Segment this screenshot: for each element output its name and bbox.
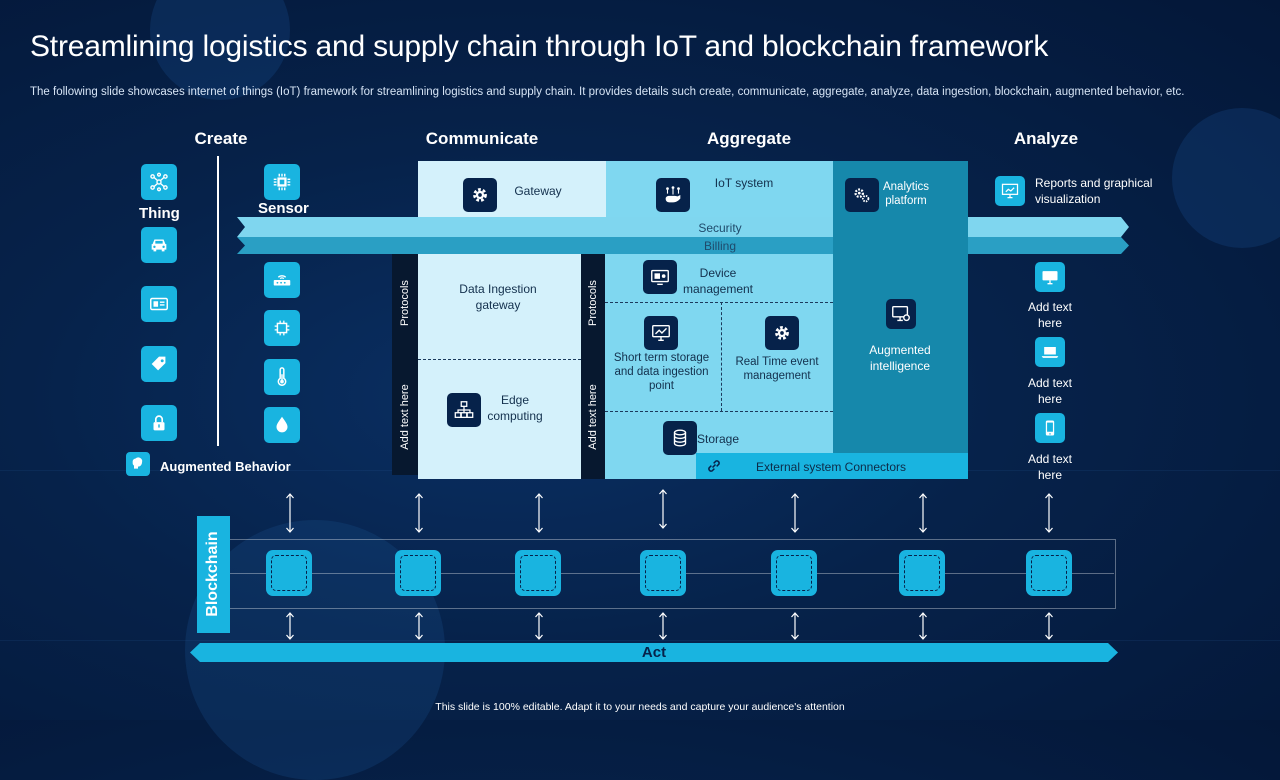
analyze-item-1-label: Add text here: [1027, 300, 1073, 330]
analytics-platform-label: Analytics platform: [882, 181, 930, 207]
analytics-gears-icon: [845, 178, 879, 212]
iot-hand-icon: [656, 178, 690, 212]
protocols-bar-aggregate: [581, 254, 605, 479]
divider: [605, 411, 833, 412]
up-down-arrows-upper: [285, 489, 1054, 533]
chip-icon: [264, 164, 300, 200]
mobile-icon: [1035, 413, 1065, 443]
gear-icon: [463, 178, 497, 212]
act-label: Act: [641, 644, 667, 661]
reports-visualization-label: Reports and graphical visualization: [1035, 176, 1153, 206]
footer-text: This slide is 100% editable. Adapt it to…: [435, 701, 845, 713]
processor-icon: [264, 310, 300, 346]
blockchain-block: [899, 550, 945, 596]
blockchain-label-bar: [197, 516, 230, 633]
sensor-label: Sensor: [258, 200, 309, 217]
divider: [721, 302, 722, 411]
laptop-icon: [1035, 337, 1065, 367]
protocols-bar-communicate: [392, 254, 418, 475]
background-line: [0, 640, 1280, 641]
analyze-item-2-label: Add text here: [1027, 376, 1073, 406]
blockchain-block: [515, 550, 561, 596]
device-icon: [643, 260, 677, 294]
column-header-aggregate: Aggregate: [706, 129, 792, 148]
lock-icon: [141, 405, 177, 441]
settings-gear-icon: [765, 316, 799, 350]
iot-system-label: IoT system: [714, 176, 774, 190]
analytics-panel-overlay: [833, 217, 968, 254]
gateway-panel: [418, 161, 606, 217]
external-connectors-bar: [696, 453, 968, 479]
ai-monitor-icon: [886, 299, 916, 329]
tag-icon: [141, 346, 177, 382]
link-icon: [705, 457, 723, 475]
augmented-intelligence-label: Augmented intelligence: [869, 343, 931, 373]
external-connectors-label: External system Connectors: [755, 460, 907, 474]
divider: [418, 359, 581, 360]
iot-system-panel: [606, 161, 833, 217]
column-header-analyze: Analyze: [1013, 129, 1079, 148]
page-title: Streamlining logistics and supply chain …: [30, 30, 1049, 63]
up-down-arrows-lower: [286, 612, 1053, 640]
divider: [605, 302, 833, 303]
car-icon: [141, 227, 177, 263]
device-management-label: Device management: [682, 266, 754, 296]
analyze-item-3-label: Add text here: [1027, 452, 1073, 482]
page-subtitle: The following slide showcases internet o…: [30, 86, 1185, 98]
blockchain-label: Blockchain: [204, 531, 221, 617]
brain-icon: [126, 452, 150, 476]
edge-computing-label: Edge computing: [487, 393, 543, 423]
data-ingestion-label: Data Ingestion gateway: [459, 282, 537, 312]
blockchain-block: [771, 550, 817, 596]
blockchain-block: [395, 550, 441, 596]
augmented-behavior-label: Augmented Behavior: [160, 459, 291, 474]
add-text-label-communicate: Add text here: [399, 384, 411, 450]
thing-label: Thing: [139, 205, 180, 222]
monitor-chart-icon: [644, 316, 678, 350]
edge-computing-icon: [447, 393, 481, 427]
monitor-icon: [1035, 262, 1065, 292]
create-divider: [217, 156, 219, 446]
protocols-label-communicate: Protocols: [399, 280, 411, 326]
billing-label: Billing: [703, 239, 736, 253]
presentation-chart-icon: [995, 176, 1025, 206]
router-icon: [264, 262, 300, 298]
column-header-create: Create: [194, 129, 248, 148]
blockchain-block: [1026, 550, 1072, 596]
id-card-icon: [141, 286, 177, 322]
column-header-communicate: Communicate: [425, 129, 539, 148]
data-ingestion-panel: [418, 254, 581, 479]
thermometer-icon: [264, 359, 300, 395]
network-icon: [141, 164, 177, 200]
security-label: Security: [698, 221, 742, 235]
background-circle-right: [1172, 108, 1280, 248]
water-drop-icon: [264, 407, 300, 443]
add-text-label-aggregate: Add text here: [587, 384, 599, 450]
protocols-label-aggregate: Protocols: [587, 280, 599, 326]
blockchain-block: [640, 550, 686, 596]
database-icon: [663, 421, 697, 455]
act-bar: [190, 643, 1118, 662]
gateway-label: Gateway: [514, 184, 562, 198]
short-term-storage-label: Short term storage and data ingestion po…: [613, 352, 710, 392]
real-time-event-label: Real Time event management: [735, 356, 819, 382]
blockchain-block: [266, 550, 312, 596]
storage-label: Storage: [697, 432, 740, 446]
